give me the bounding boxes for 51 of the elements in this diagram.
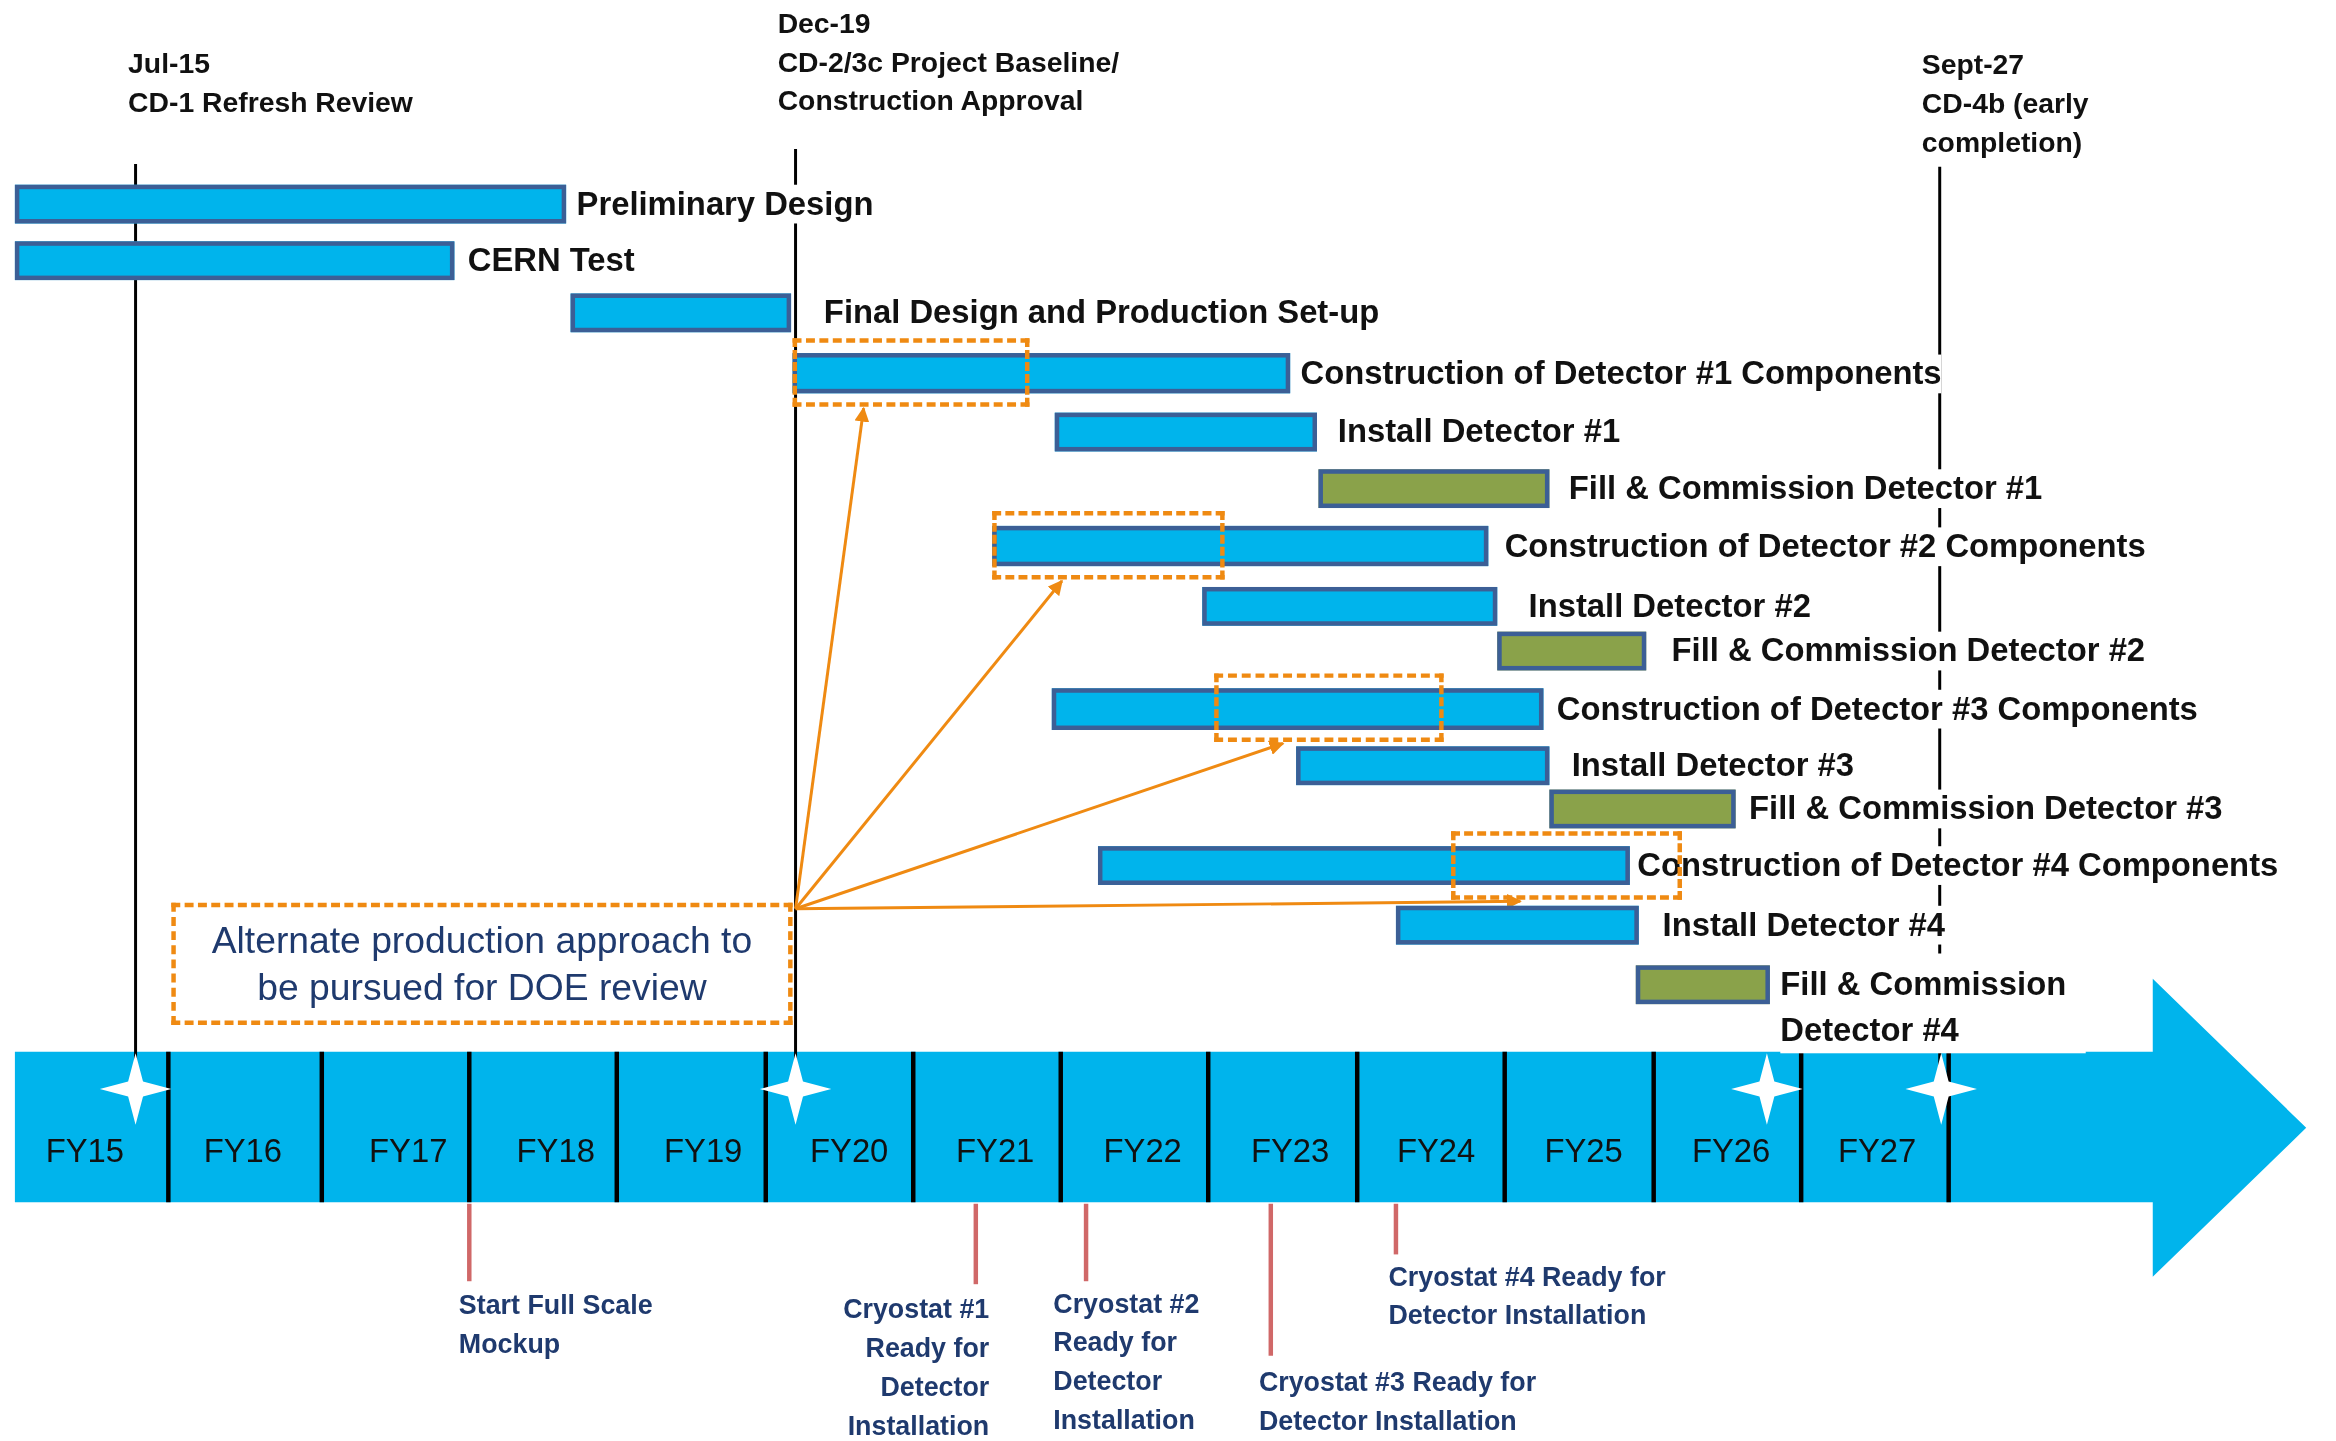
task-bar — [1549, 789, 1736, 829]
milestone-note: Cryostat #1 Ready for Detector Installation — [842, 1293, 990, 1441]
task-bar — [1497, 631, 1647, 671]
milestone-note: Cryostat #4 Ready for Detector Installation — [1388, 1260, 1667, 1333]
fiscal-year-label: FY23 — [1251, 1132, 1330, 1171]
task-label: Fill & Commission Detector #3 — [1749, 789, 2223, 829]
fiscal-year-label: FY21 — [956, 1132, 1035, 1171]
task-bar — [1054, 412, 1317, 452]
task-bar — [1296, 746, 1550, 786]
fiscal-year-label: FY16 — [203, 1132, 282, 1171]
fiscal-year-label: FY19 — [664, 1132, 743, 1171]
task-label: Construction of Detector #2 Components — [1504, 526, 2146, 566]
note-box — [171, 902, 793, 1025]
task-label: Fill & Commission Detector #1 — [1568, 469, 2043, 508]
arrow — [795, 740, 1285, 911]
note-text: Alternate production approach to be pursued for DOE review — [210, 918, 754, 1010]
arrow — [794, 579, 1064, 910]
task-bar — [570, 293, 792, 333]
task-label: Preliminary Design — [576, 184, 874, 224]
fiscal-year-label: FY26 — [1691, 1132, 1771, 1171]
highlight-box — [992, 511, 1225, 580]
task-bar — [1051, 688, 1544, 730]
task-bar — [14, 241, 455, 281]
fiscal-year-label: FY25 — [1544, 1132, 1623, 1171]
highlight-box — [792, 338, 1030, 407]
task-bar — [792, 353, 1291, 394]
highlight-box — [1214, 673, 1444, 742]
arrow — [794, 406, 870, 909]
fiscal-year-label: FY20 — [810, 1132, 889, 1171]
task-bar — [1395, 905, 1639, 945]
milestone-note: Cryostat #3 Ready for Detector Installation — [1258, 1366, 1538, 1439]
task-label: Construction of Detector #1 Components — [1300, 353, 1942, 393]
fiscal-year-label: FY17 — [369, 1132, 448, 1171]
task-label: Construction of Detector #4 Components — [1637, 846, 2279, 885]
milestone-note: Start Full Scale Mockup — [458, 1289, 654, 1361]
task-label: Construction of Detector #3 Components — [1556, 689, 2198, 729]
task-bar — [1202, 587, 1498, 626]
milestone-note: Cryostat #2 Ready for Detector Installation — [1053, 1287, 1201, 1437]
task-bar — [992, 525, 1489, 567]
task-bar — [1635, 965, 1770, 1005]
fiscal-year-label: FY27 — [1837, 1132, 1917, 1171]
arrow — [795, 894, 1522, 911]
fiscal-year-label: FY15 — [45, 1132, 125, 1171]
fiscal-year-label: FY22 — [1103, 1132, 1182, 1171]
task-bar — [1098, 846, 1630, 885]
fiscal-year-label: FY24 — [1397, 1132, 1476, 1171]
task-label: Install Detector #4 — [1662, 905, 1945, 945]
fiscal-year-label: FY18 — [516, 1132, 595, 1171]
task-label: Fill & Commission Detector #2 — [1671, 631, 2146, 671]
task-bar — [1318, 469, 1550, 508]
task-bar — [14, 184, 567, 224]
